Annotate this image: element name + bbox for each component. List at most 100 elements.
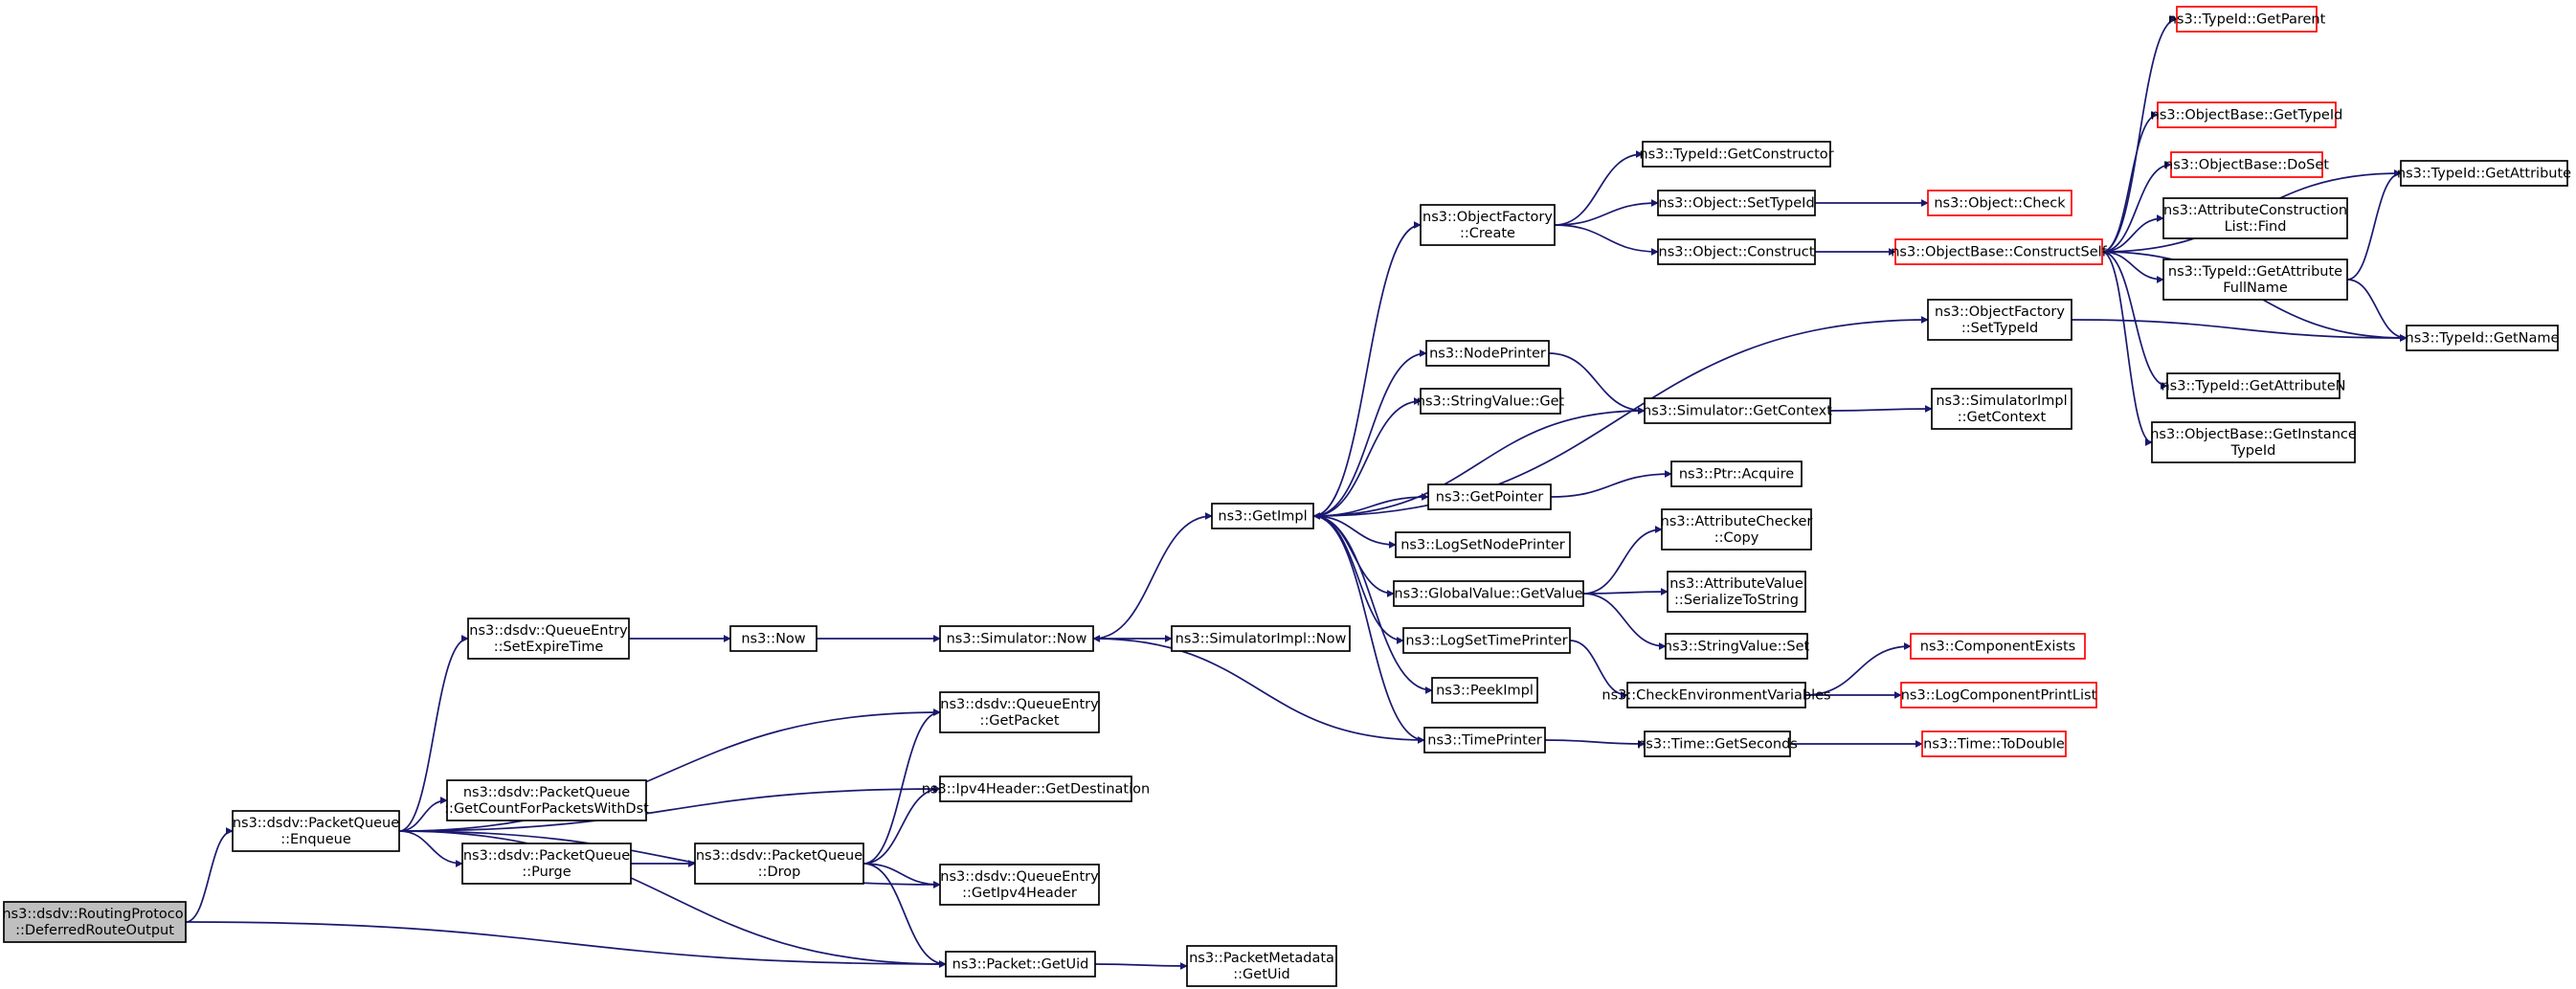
- node-box: [2162, 258, 2348, 301]
- node-ns3-simulator-now[interactable]: ns3::Simulator::Now: [939, 625, 1094, 652]
- node-ns3-componentexists[interactable]: ns3::ComponentExists: [1910, 633, 2086, 660]
- edge-n12-n21: [1312, 515, 1397, 549]
- node-ns3-simulatorimpl-getcontext[interactable]: ns3::SimulatorImpl::GetContext: [1931, 388, 2072, 430]
- node-ns3-object-construct[interactable]: ns3::Object::Construct: [1657, 238, 1816, 265]
- node-ns3-ipv4header-getdestination[interactable]: ns3::Ipv4Header::GetDestination: [922, 775, 1150, 802]
- node-ns3-logsettimeprinter[interactable]: ns3::LogSetTimePrinter: [1402, 627, 1571, 654]
- node-ns3-dsdv-packetqueue-enqueue[interactable]: ns3::dsdv::PacketQueue::Enqueue: [232, 810, 400, 852]
- edge-n14-n8: [862, 863, 941, 888]
- node-box: [1402, 627, 1571, 654]
- node-box: [461, 843, 632, 885]
- node-ns3-getpointer[interactable]: ns3::GetPointer: [1427, 483, 1552, 510]
- node-ns3-peekimpl[interactable]: ns3::PeekImpl: [1431, 677, 1538, 704]
- node-ns3-objectbase-constructself[interactable]: ns3::ObjectBase::ConstructSelf: [1891, 238, 2108, 265]
- node-ns3-logcomponentprintlist[interactable]: ns3::LogComponentPrintList: [1900, 682, 2097, 708]
- node-ns3-now[interactable]: ns3::Now: [729, 625, 818, 652]
- node-box: [1670, 461, 1803, 487]
- node-ns3-stringvalue-get[interactable]: ns3::StringValue::Get: [1417, 388, 1565, 415]
- node-box: [2166, 372, 2341, 399]
- node-label: ns3::StringValue::Set: [1664, 640, 1810, 655]
- node-box: [1626, 682, 1806, 708]
- edge-n22-n34: [1582, 526, 1663, 595]
- node-ns3-dsdv-queueentry-setexpiretime[interactable]: ns3::dsdv::QueueEntry::SetExpireTime: [467, 618, 630, 660]
- node-ns3-attributevalue-serializetostring[interactable]: ns3::AttributeValue::SerializeToString: [1667, 571, 1806, 613]
- node-ns3-logsetnodeprinter[interactable]: ns3::LogSetNodePrinter: [1395, 531, 1571, 558]
- node-ns3-objectfactory-create[interactable]: ns3::ObjectFactory::Create: [1420, 204, 1556, 246]
- node-box: [2151, 421, 2356, 463]
- node-label: ::SerializeToString: [1674, 593, 1799, 608]
- node-label: ns3::TypeId::GetAttribute: [2168, 264, 2342, 280]
- node-label: ns3::dsdv::RoutingProtocol: [2, 907, 187, 922]
- node-ns3-timeprinter[interactable]: ns3::TimePrinter: [1423, 727, 1546, 753]
- node-ns3-stringvalue-set[interactable]: ns3::StringValue::Set: [1664, 633, 1810, 660]
- node-box: [2400, 160, 2568, 187]
- node-ns3-ptr-acquire[interactable]: ns3::Ptr::Acquire: [1670, 461, 1803, 487]
- node-ns3-dsdv-queueentry-getipv4header[interactable]: ns3::dsdv::QueueEntry::GetIpv4Header: [939, 864, 1100, 906]
- edge-n17-n19: [1548, 352, 1646, 415]
- edge-n44-n40: [2346, 169, 2402, 281]
- node-label: ns3::Time::GetSeconds: [1637, 737, 1798, 753]
- node-ns3-time-todouble[interactable]: ns3::Time::ToDouble: [1921, 731, 2067, 757]
- node-ns3-time-getseconds[interactable]: ns3::Time::GetSeconds: [1637, 731, 1798, 757]
- node-ns3-packet-getuid[interactable]: ns3::Packet::GetUid: [945, 951, 1096, 978]
- node-label: ns3::PacketMetadata: [1189, 951, 1334, 966]
- node-ns3-getimpl[interactable]: ns3::GetImpl: [1211, 503, 1314, 529]
- node-ns3-packetmetadata-getuid[interactable]: ns3::PacketMetadata::GetUid: [1186, 945, 1337, 987]
- edge-n25-n38: [1544, 739, 1646, 748]
- node-ns3-object-settypeid[interactable]: ns3::Object::SetTypeId: [1657, 190, 1816, 216]
- node-ns3-dsdv-packetqueue-purge[interactable]: ns3::dsdv::PacketQueue::Purge: [461, 843, 632, 885]
- edge-n15-n28: [1554, 224, 1659, 256]
- node-label: ns3::dsdv::PacketQueue: [696, 848, 862, 864]
- node-ns3-dsdv-packetqueue-getcountforpacketswithdst[interactable]: ns3::dsdv::PacketQueue::GetCountForPacke…: [444, 779, 649, 821]
- edge-n1-n6: [398, 797, 448, 832]
- node-ns3-attributechecker-copy[interactable]: ns3::AttributeChecker::Copy: [1661, 508, 1813, 551]
- node-box: [1644, 397, 1831, 424]
- node-label: ns3::CheckEnvironmentVariables: [1602, 688, 1830, 704]
- node-ns3-dsdv-packetqueue-drop[interactable]: ns3::dsdv::PacketQueue::Drop: [694, 843, 864, 885]
- node-ns3-typeid-getparent[interactable]: ns3::TypeId::GetParent: [2168, 6, 2326, 33]
- node-ns3-typeid-getattribute[interactable]: ns3::TypeId::GetAttribute: [2397, 160, 2571, 187]
- node-label: ns3::ObjectFactory: [1935, 304, 2065, 320]
- node-box: [1900, 682, 2097, 708]
- node-ns3-nodeprinter[interactable]: ns3::NodePrinter: [1425, 340, 1550, 367]
- node-ns3-object-check[interactable]: ns3::Object::Check: [1927, 190, 2072, 216]
- node-label: ns3::ObjectBase::ConstructSelf: [1891, 245, 2107, 260]
- node-box: [1395, 531, 1571, 558]
- edge-n14-n4: [862, 708, 941, 865]
- node-ns3-simulatorimpl-now[interactable]: ns3::SimulatorImpl::Now: [1171, 625, 1351, 652]
- node-label: ::GetCountForPacketsWithDst: [444, 801, 649, 817]
- node-box: [1657, 190, 1816, 216]
- node-label: ns3::ComponentExists: [1920, 640, 2076, 655]
- node-label: TypeId: [2230, 443, 2276, 459]
- node-ns3-objectfactory-settypeid[interactable]: ns3::ObjectFactory::SetTypeId: [1927, 299, 2072, 341]
- node-box: [1894, 238, 2103, 265]
- node-label: ::Purge: [522, 865, 571, 880]
- node-label: ns3::Simulator::Now: [947, 632, 1087, 647]
- node-ns3-checkenvironmentvariables[interactable]: ns3::CheckEnvironmentVariables: [1602, 682, 1831, 708]
- node-ns3-objectbase-doset[interactable]: ns3::ObjectBase::DoSet: [2164, 151, 2329, 178]
- node-ns3-dsdv-queueentry-getpacket[interactable]: ns3::dsdv::QueueEntry::GetPacket: [939, 691, 1100, 733]
- edge-n15-n27: [1554, 199, 1659, 226]
- node-box: [1171, 625, 1351, 652]
- node-ns3-typeid-getconstructor[interactable]: ns3::TypeId::GetConstructor: [1639, 141, 1834, 168]
- node-label: ::DeferredRouteOutput: [15, 923, 174, 938]
- node-box: [1642, 141, 1831, 168]
- edge-n2-n9: [1094, 961, 1188, 970]
- node-box: [232, 810, 400, 852]
- edge-n23-n37: [1569, 640, 1628, 699]
- node-ns3-objectbase-gettypeid[interactable]: ns3::ObjectBase::GetTypeId: [2151, 101, 2343, 128]
- node-ns3-typeid-getname[interactable]: ns3::TypeId::GetName: [2406, 325, 2560, 351]
- node-ns3-simulator-getcontext[interactable]: ns3::Simulator::GetContext: [1643, 397, 1832, 424]
- node-ns3-typeid-getattributen[interactable]: ns3::TypeId::GetAttributeN: [2161, 372, 2346, 399]
- edge-n1-n5: [398, 785, 941, 832]
- node-ns3-globalvalue-getvalue[interactable]: ns3::GlobalValue::GetValue: [1393, 580, 1584, 607]
- edge-n30-n45: [2101, 251, 2168, 390]
- node-ns3-dsdv-routingprotocol-deferredrouteoutput[interactable]: ns3::dsdv::RoutingProtocol::DeferredRout…: [2, 901, 188, 943]
- node-label: ns3::ObjectFactory: [1422, 210, 1553, 225]
- node-box: [2157, 101, 2337, 128]
- edge-n15-n26: [1554, 150, 1644, 226]
